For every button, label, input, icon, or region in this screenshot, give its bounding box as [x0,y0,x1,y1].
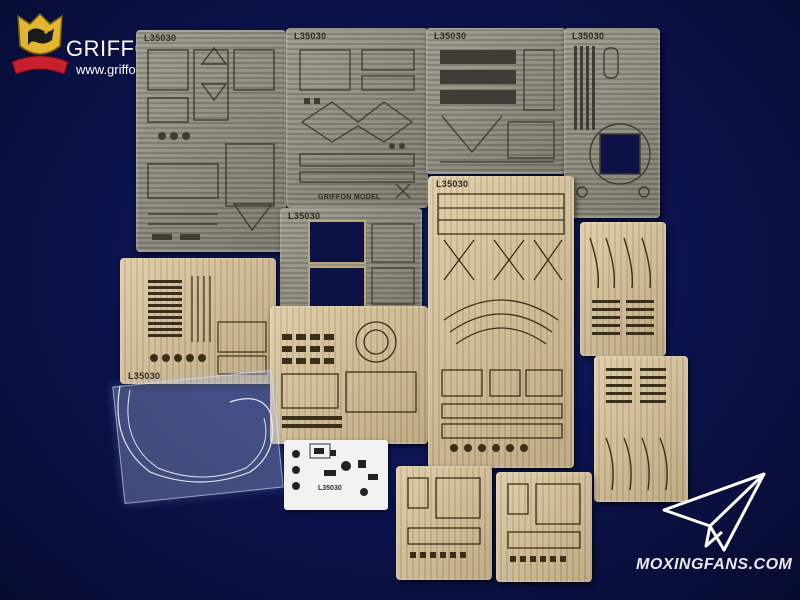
fret-parts [502,478,586,576]
fret-parts [370,222,416,306]
fret-parts [142,44,280,246]
fret-silver-top-middle: L35030 GRIFFON MODEL [286,28,428,208]
fret-parts [292,42,422,202]
fret-code-label: L35030 [572,31,605,41]
fret-code-label: L35030 [436,179,469,189]
fret-code-label: L35030 [294,31,327,41]
fret-gold-left: L35030 [120,258,276,384]
fret-gold-right-upper [580,222,666,356]
griffon-crest-icon [11,12,69,75]
fret-code-label: L35030 [434,31,467,41]
decal-sheet: L35030 [284,440,388,510]
fret-parts [402,472,486,574]
wire-coil [117,385,274,483]
fret-silver-top-right: L35030 [426,28,566,174]
decal-markings [292,443,378,496]
fret-parts [434,190,568,462]
paper-plane-icon [662,472,766,552]
fret-parts [586,228,660,350]
fret-gold-center [270,306,428,444]
fret-maker-mark: GRIFFON MODEL [318,194,381,201]
fret-cutout-window [308,266,366,310]
fret-silver-top-left: L35030 [136,30,286,252]
fret-code-label: L35030 [288,211,321,221]
fret-parts [126,272,270,378]
fret-code-label: L35030 [144,33,177,43]
fret-parts [600,362,682,496]
fret-gold-bottom-left [396,466,492,580]
fret-gold-large: L35030 [428,176,574,468]
decal-code-label: L35030 [318,485,342,492]
fret-gold-right-lower [594,356,688,502]
fret-parts [432,42,560,168]
fret-cutout-window [308,220,366,264]
watermark-text: MOXINGFANS.COM [636,556,793,573]
fret-parts [570,42,654,212]
fret-silver-center: L35030 [280,208,422,312]
fret-code-label: L35030 [128,371,161,381]
fret-parts [276,312,422,438]
fret-silver-right-ring: L35030 [564,28,660,218]
fret-gold-bottom-right [496,472,592,582]
